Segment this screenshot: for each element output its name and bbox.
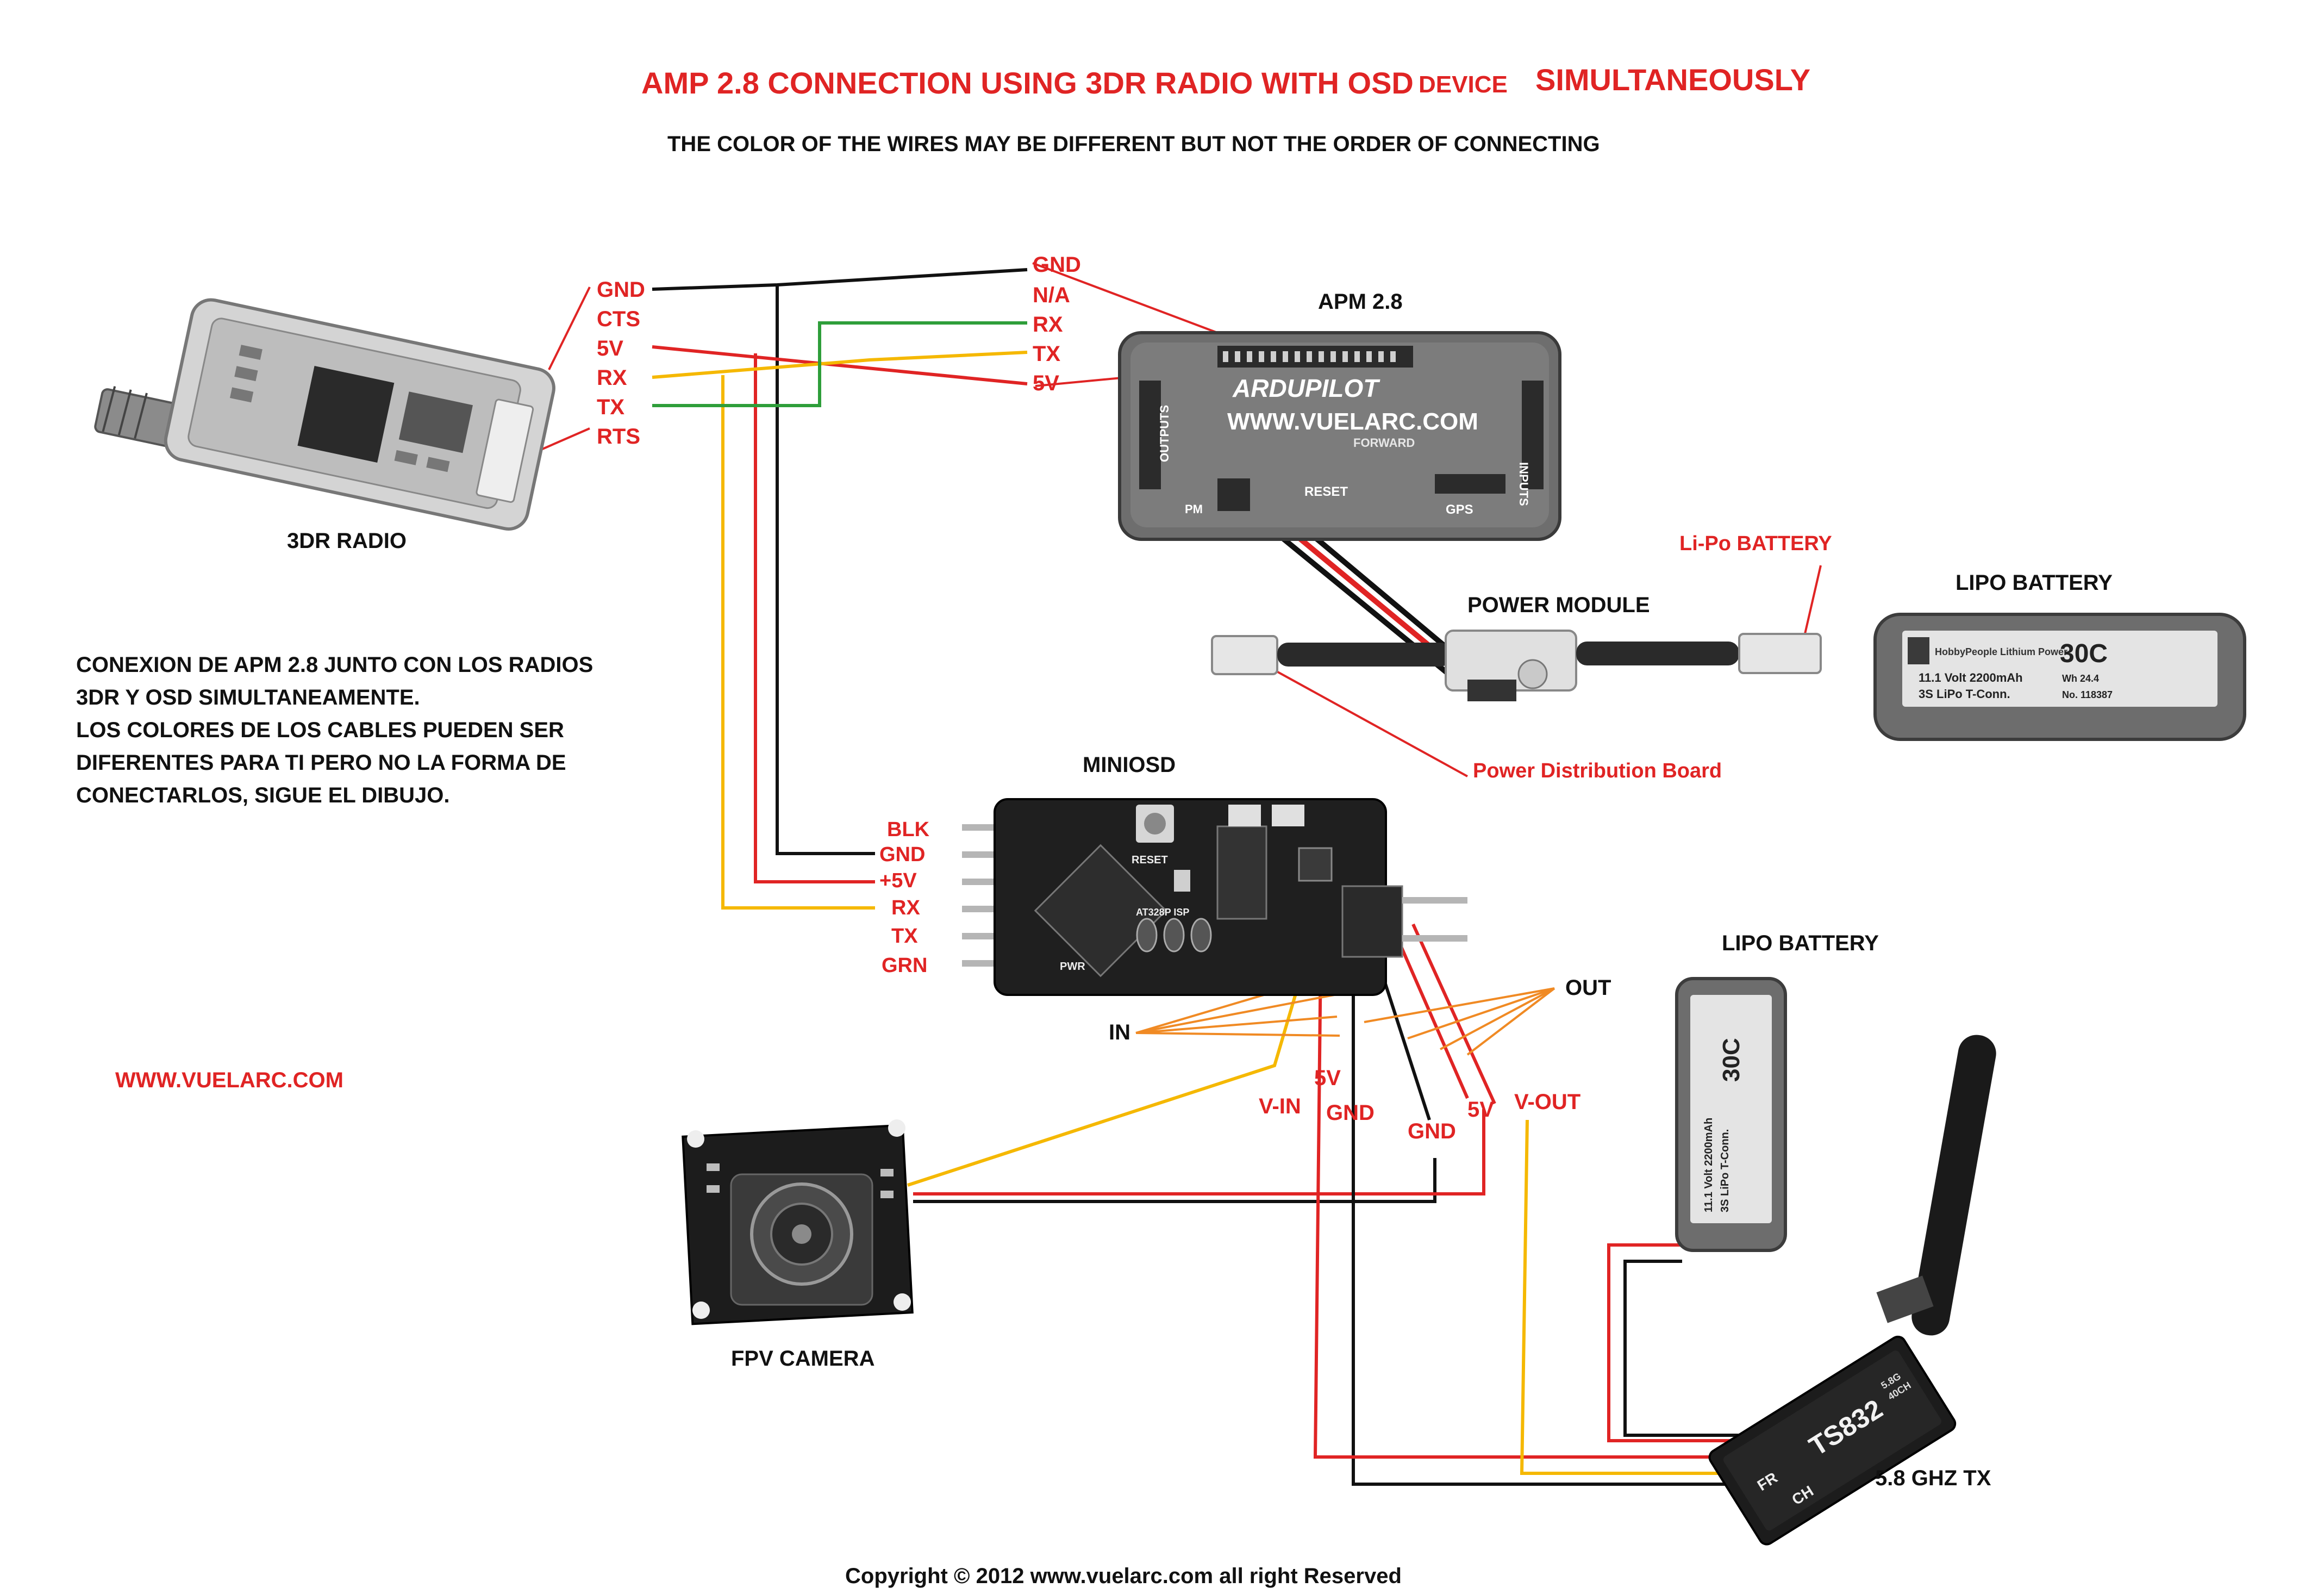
osd-pin-grn: GRN xyxy=(882,954,927,977)
apm-flight-controller-icon: ARDUPILOT WWW.VUELARC.COM FORWARD RESET … xyxy=(1118,331,1561,541)
note-line-3: LOS COLORES DE LOS CABLES PUEDEN SER xyxy=(76,718,564,742)
camera-side-pin-labels: 5V V-IN GND xyxy=(1259,1066,1375,1125)
osd-pin-labels: BLK GND +5V RX TX GRN xyxy=(879,818,930,977)
wire-5v-red xyxy=(652,345,1028,883)
copyright: Copyright © 2012 www.vuelarc.com all rig… xyxy=(845,1564,1402,1588)
radio-pin-rts: RTS xyxy=(597,425,640,449)
osd-pin-blk: BLK xyxy=(887,818,930,841)
lipo2-rating: 30C xyxy=(1718,1038,1745,1082)
tx-pin-gnd: GND xyxy=(1408,1119,1456,1143)
apm-board-text: WWW.VUELARC.COM xyxy=(1227,408,1478,435)
wire-osd-5v-red xyxy=(1313,956,1756,1459)
cam-pin-vin: V-IN xyxy=(1259,1094,1301,1118)
wire-cam-gnd-black xyxy=(913,1158,1436,1203)
video-transmitter-icon: TS832 5.8G 40CH FR CH xyxy=(1708,1035,1996,1546)
radio-pin-tx: TX xyxy=(597,395,624,419)
out-label: OUT xyxy=(1565,976,1611,1000)
osd-pin-rx: RX xyxy=(891,896,920,919)
radio-pin-cts: CTS xyxy=(597,307,640,331)
radio-pin-gnd: GND xyxy=(597,278,645,302)
apm-pin-tx: TX xyxy=(1033,342,1060,366)
miniosd-caption: MINIOSD xyxy=(1083,753,1176,777)
tx-pin-5v: 5V xyxy=(1467,1098,1494,1122)
apm-logo: ARDUPILOT xyxy=(1232,374,1380,402)
wire-batt-red xyxy=(1607,1243,1745,1442)
subtitle: THE COLOR OF THE WIRES MAY BE DIFFERENT … xyxy=(667,132,1600,156)
lipo1-caption: LIPO BATTERY xyxy=(1956,571,2113,595)
apm-pin-labels: GND N/A RX TX 5V xyxy=(1033,253,1081,395)
apm-forward: FORWARD xyxy=(1353,436,1415,450)
lipo1-brand: HobbyPeople Lithium Power xyxy=(1935,646,2067,657)
apm-outputs: OUTPUTS xyxy=(1158,405,1171,462)
wire-gnd-black xyxy=(652,268,1028,855)
apm-reset: RESET xyxy=(1304,484,1348,499)
wire-rx-yellow xyxy=(652,351,1028,910)
website-label: WWW.VUELARC.COM xyxy=(115,1068,343,1092)
tx-side-pin-labels: GND 5V V-OUT xyxy=(1408,1090,1580,1143)
osd-reset-text: RESET xyxy=(1132,854,1168,866)
lipo-pointer-label: Li-Po BATTERY xyxy=(1679,532,1832,555)
apm-caption: APM 2.8 xyxy=(1318,290,1403,314)
wire-cam-5v-red xyxy=(913,1109,1485,1196)
title-simultaneously: SIMULTANEOUSLY xyxy=(1535,63,1810,97)
lipo1-wh: Wh 24.4 xyxy=(2062,673,2099,684)
vtx-caption: 5.8 GHZ TX xyxy=(1875,1466,1991,1490)
apm-pin-5v: 5V xyxy=(1033,371,1059,395)
radio-caption: 3DR RADIO xyxy=(287,529,407,553)
apm-gps: GPS xyxy=(1446,502,1473,517)
cam-pin-5v: 5V xyxy=(1314,1066,1341,1090)
power-module-caption: POWER MODULE xyxy=(1467,593,1650,617)
wire-osd-out-red-2 xyxy=(1411,923,1496,1105)
lipo-battery-icon: HobbyPeople Lithium Power 30C 11.1 Volt … xyxy=(1873,613,2246,741)
radio-pin-5v: 5V xyxy=(597,337,623,360)
osd-chip-text: AT328P ISP xyxy=(1136,907,1189,918)
lipo1-serial: No. 118387 xyxy=(2062,689,2113,700)
lipo1-spec2: 3S LiPo T-Conn. xyxy=(1919,687,2010,701)
apm-pin-rx: RX xyxy=(1033,313,1063,337)
note-line-2: 3DR Y OSD SIMULTANEAMENTE. xyxy=(76,686,420,709)
wire-osd-vout-yellow xyxy=(1520,1119,1756,1475)
lipo2-caption: LIPO BATTERY xyxy=(1722,931,1879,955)
miniosd-board-icon: RESET PWR AT328P ISP xyxy=(962,798,1467,996)
power-module-icon xyxy=(1211,630,1822,701)
lipo-battery-vertical-icon: 30C 11.1 Volt 2200mAh 3S LiPo T-Conn. xyxy=(1675,977,1787,1252)
note-line-4: DIFERENTES PARA TI PERO NO LA FORMA DE xyxy=(76,751,566,775)
title-main: AMP 2.8 CONNECTION USING 3DR RADIO WITH … xyxy=(641,66,1414,100)
in-out-pointers xyxy=(1135,972,1555,1056)
note-line-1: CONEXION DE APM 2.8 JUNTO CON LOS RADIOS xyxy=(76,653,593,677)
radio-pin-rx: RX xyxy=(597,366,627,390)
lipo2-spec2: 3S LiPo T-Conn. xyxy=(1719,1129,1731,1212)
apm-pin-gnd: GND xyxy=(1033,253,1081,277)
osd-pwr-text: PWR xyxy=(1060,961,1085,973)
fpv-camera-icon xyxy=(682,1119,914,1325)
osd-pin-gnd: GND xyxy=(879,843,925,866)
apm-pin-na: N/A xyxy=(1033,283,1070,307)
osd-pin-5v: +5V xyxy=(879,869,917,892)
lipo1-rating: 30C xyxy=(2060,639,2108,668)
osd-pin-tx: TX xyxy=(891,925,918,948)
radio-pin-labels: GND CTS 5V RX TX RTS xyxy=(597,278,645,449)
lipo2-spec1: 11.1 Volt 2200mAh xyxy=(1703,1118,1715,1212)
in-label: IN xyxy=(1109,1020,1130,1044)
apm-pm: PM xyxy=(1185,502,1203,516)
note-line-5: CONECTARLOS, SIGUE EL DIBUJO. xyxy=(76,783,449,807)
wire-tx-green xyxy=(652,321,1027,407)
spanish-note: CONEXION DE APM 2.8 JUNTO CON LOS RADIOS… xyxy=(76,653,593,807)
3dr-radio-module-icon xyxy=(94,298,555,531)
tx-pin-vout: V-OUT xyxy=(1514,1090,1580,1114)
camera-caption: FPV CAMERA xyxy=(731,1347,874,1371)
wire-osd-gnd-black xyxy=(1352,935,1756,1486)
cam-pin-gnd: GND xyxy=(1326,1101,1375,1125)
apm-inputs: INPUTS xyxy=(1517,462,1530,506)
title-block: AMP 2.8 CONNECTION USING 3DR RADIO WITH … xyxy=(641,63,1810,156)
wire-batt-black xyxy=(1623,1260,1745,1437)
lipo1-spec1: 11.1 Volt 2200mAh xyxy=(1919,671,2023,684)
pdb-label: Power Distribution Board xyxy=(1473,759,1722,782)
title-device: DEVICE xyxy=(1419,71,1508,98)
